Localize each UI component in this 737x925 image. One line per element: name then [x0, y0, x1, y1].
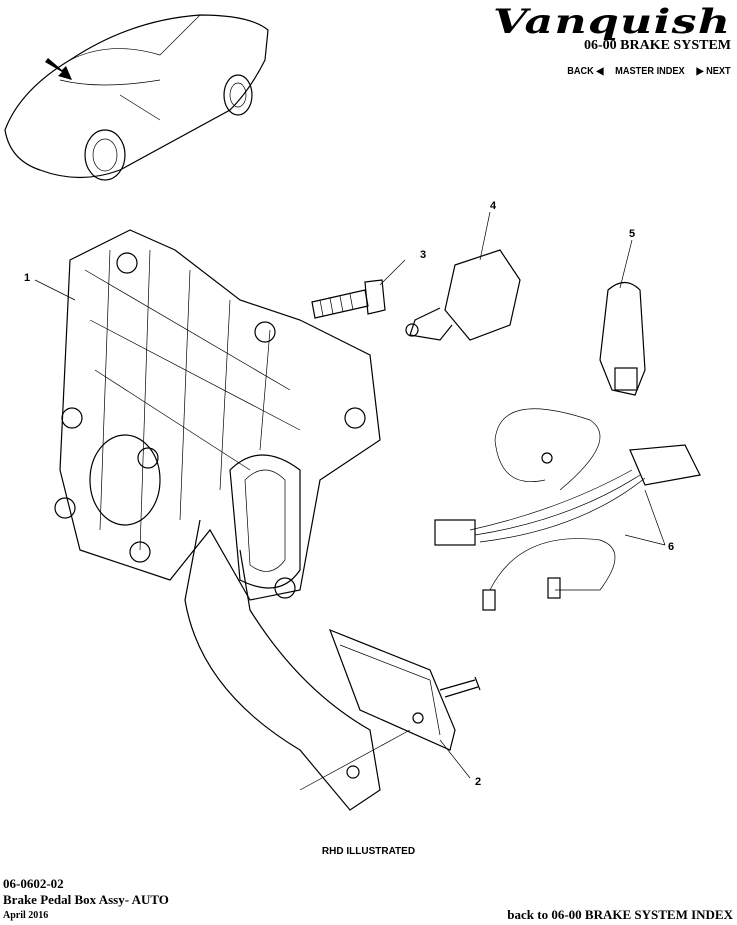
callout-1: 1: [24, 272, 31, 284]
brake-pedal: [184, 519, 481, 811]
vanquish-logo: Vanquish: [492, 2, 731, 42]
callout-4: 4: [490, 200, 497, 212]
part-name: Brake Pedal Box Assy- AUTO: [3, 892, 169, 907]
navigation: BACK ◀ MASTER INDEX ▶ NEXT: [558, 66, 731, 77]
car-locator-illustration: [4, 14, 269, 181]
wiring-harness: [434, 408, 701, 611]
switch-cover: [599, 281, 646, 396]
callout-2: 2: [475, 776, 482, 788]
pedal-box-bracket: [54, 229, 381, 601]
arrow-icon: [45, 58, 72, 80]
back-to-index-link[interactable]: back to 06-00 BRAKE SYSTEM INDEX: [507, 907, 733, 922]
bolt: [311, 279, 386, 319]
next-link[interactable]: ▶ NEXT: [696, 66, 731, 77]
section-title: 06-00 BRAKE SYSTEM: [583, 38, 731, 53]
callout-3: 3: [420, 249, 427, 261]
parts-diagram: [34, 211, 701, 811]
callout-6: 6: [668, 541, 675, 553]
brake-light-switch: [405, 249, 521, 341]
rhd-caption: RHD ILLUSTRATED: [321, 846, 416, 857]
master-index-link[interactable]: MASTER INDEX: [615, 66, 686, 77]
publication-date: April 2016: [3, 910, 49, 921]
back-link[interactable]: BACK ◀: [567, 66, 604, 77]
callout-5: 5: [629, 228, 636, 240]
part-number: 06-0602-02: [3, 876, 64, 891]
